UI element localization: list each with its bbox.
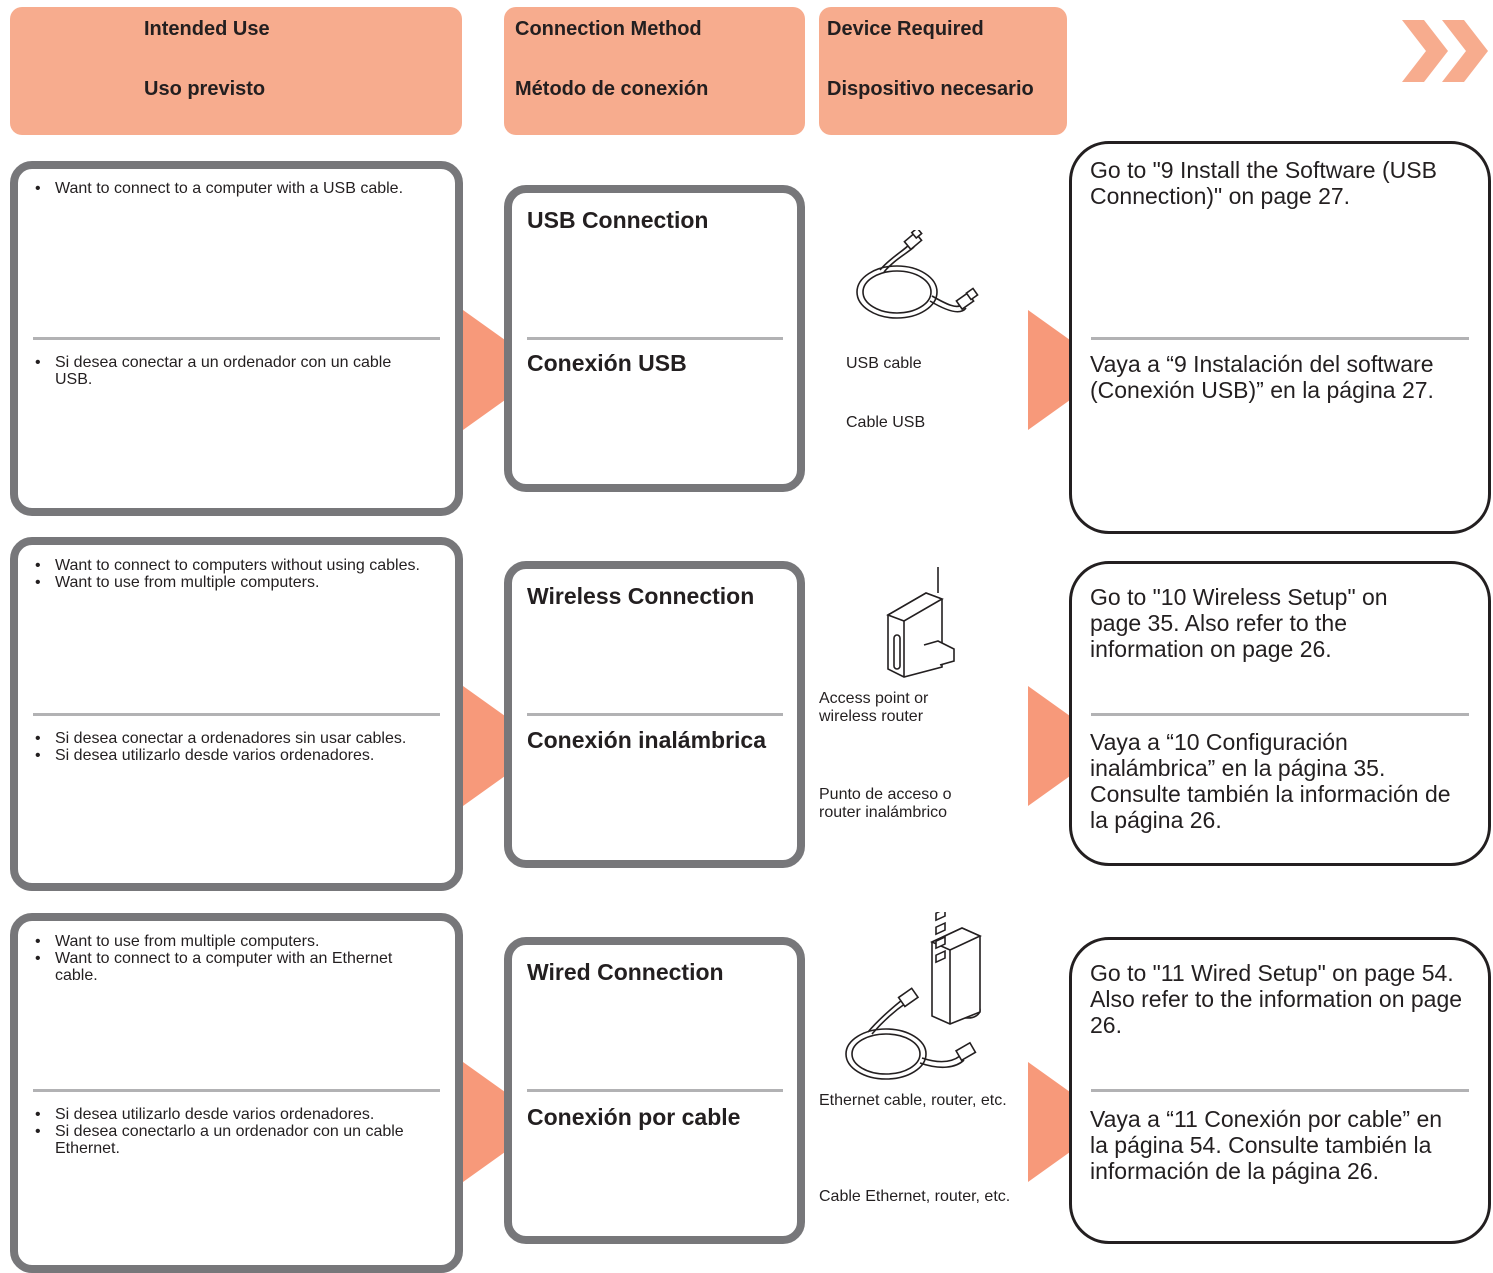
destination-wired-en: Go to "11 Wired Setup" on page 54. Also …: [1090, 960, 1463, 1038]
list-item: Want to connect to a computer with a USB…: [31, 180, 431, 197]
list-item: Want to use from multiple computers.: [31, 933, 431, 950]
device-usb-en: USB cable: [846, 355, 922, 372]
intended-use-usb-en: Want to connect to a computer with a USB…: [31, 180, 431, 197]
arrow-icon: [1028, 686, 1112, 806]
list-item: Si desea utilizarlo desde varios ordenad…: [31, 747, 441, 764]
wireless-router-icon: [886, 567, 955, 678]
header-connection-method-es: Método de conexión: [515, 78, 709, 100]
arrow-icon: [463, 1062, 547, 1182]
list-item: Si desea conectar a un ordenador con un …: [31, 354, 431, 388]
method-wired-es: Conexión por cable: [527, 1104, 741, 1130]
method-wired-en: Wired Connection: [527, 959, 724, 985]
header-intended-use: Intended Use Uso previsto: [10, 7, 462, 135]
ethernet-cable-router-icon: [845, 912, 982, 1080]
list-item: Si desea utilizarlo desde varios ordenad…: [31, 1106, 441, 1123]
list-item: Want to use from multiple computers.: [31, 574, 431, 591]
device-wired-en: Ethernet cable, router, etc.: [819, 1092, 1007, 1109]
method-usb-en: USB Connection: [527, 207, 709, 233]
divider: [527, 713, 783, 716]
header-device-required-es: Dispositivo necesario: [827, 78, 1034, 100]
arrow-icon: [463, 310, 547, 430]
destination-wireless-es: Vaya a “10 Configuración inalámbrica” en…: [1090, 729, 1451, 833]
destination-usb-en: Go to "9 Install the Software (USB Conne…: [1090, 157, 1437, 209]
destination-usb-es: Vaya a “9 Instalación del software (Cone…: [1090, 351, 1434, 403]
arrow-icon: [463, 686, 547, 806]
destination-wired-es: Vaya a “11 Conexión por cable” en la pág…: [1090, 1106, 1443, 1184]
arrow-icon: [1028, 310, 1112, 430]
divider: [1091, 1089, 1469, 1092]
divider: [527, 337, 783, 340]
list-item: Want to connect to computers without usi…: [31, 557, 431, 574]
destination-wireless-en: Go to "10 Wireless Setup" on page 35. Al…: [1090, 584, 1388, 662]
device-wireless-en: Access point or wireless router: [819, 690, 929, 725]
divider: [1091, 337, 1469, 340]
divider: [1091, 713, 1469, 716]
device-usb-es: Cable USB: [846, 414, 926, 431]
next-page-double-chevron-icon[interactable]: [1402, 20, 1492, 82]
method-usb-es: Conexión USB: [527, 350, 687, 376]
header-connection-method-en: Connection Method: [515, 18, 702, 40]
device-wireless-es: Punto de acceso o router inalámbrico: [819, 786, 952, 821]
intended-use-wireless-en: Want to connect to computers without usi…: [31, 557, 431, 591]
method-wireless-es: Conexión inalámbrica: [527, 727, 767, 753]
intended-use-wired-en: Want to use from multiple computers. Wan…: [31, 933, 431, 984]
arrow-icon: [1028, 1062, 1112, 1182]
divider: [33, 337, 440, 340]
intended-use-wireless-es: Si desea conectar a ordenadores sin usar…: [31, 730, 441, 764]
header-connection-method: Connection Method Método de conexión: [504, 7, 805, 135]
header-device-required: Device Required Dispositivo necesario: [819, 7, 1067, 135]
divider: [527, 1089, 783, 1092]
list-item: Want to connect to a computer with an Et…: [31, 950, 431, 984]
list-item: Si desea conectar a ordenadores sin usar…: [31, 730, 441, 747]
intended-use-wired-es: Si desea utilizarlo desde varios ordenad…: [31, 1106, 441, 1157]
list-item: Si desea conectarlo a un ordenador con u…: [31, 1123, 441, 1157]
header-intended-use-en: Intended Use: [144, 18, 270, 40]
divider: [33, 713, 440, 716]
device-wired-es: Cable Ethernet, router, etc.: [819, 1188, 1011, 1205]
divider: [33, 1089, 440, 1092]
usb-cable-icon: [856, 230, 979, 319]
header-intended-use-es: Uso previsto: [144, 78, 266, 100]
method-wireless-en: Wireless Connection: [527, 583, 755, 609]
header-device-required-en: Device Required: [827, 18, 984, 40]
intended-use-usb-es: Si desea conectar a un ordenador con un …: [31, 354, 431, 388]
